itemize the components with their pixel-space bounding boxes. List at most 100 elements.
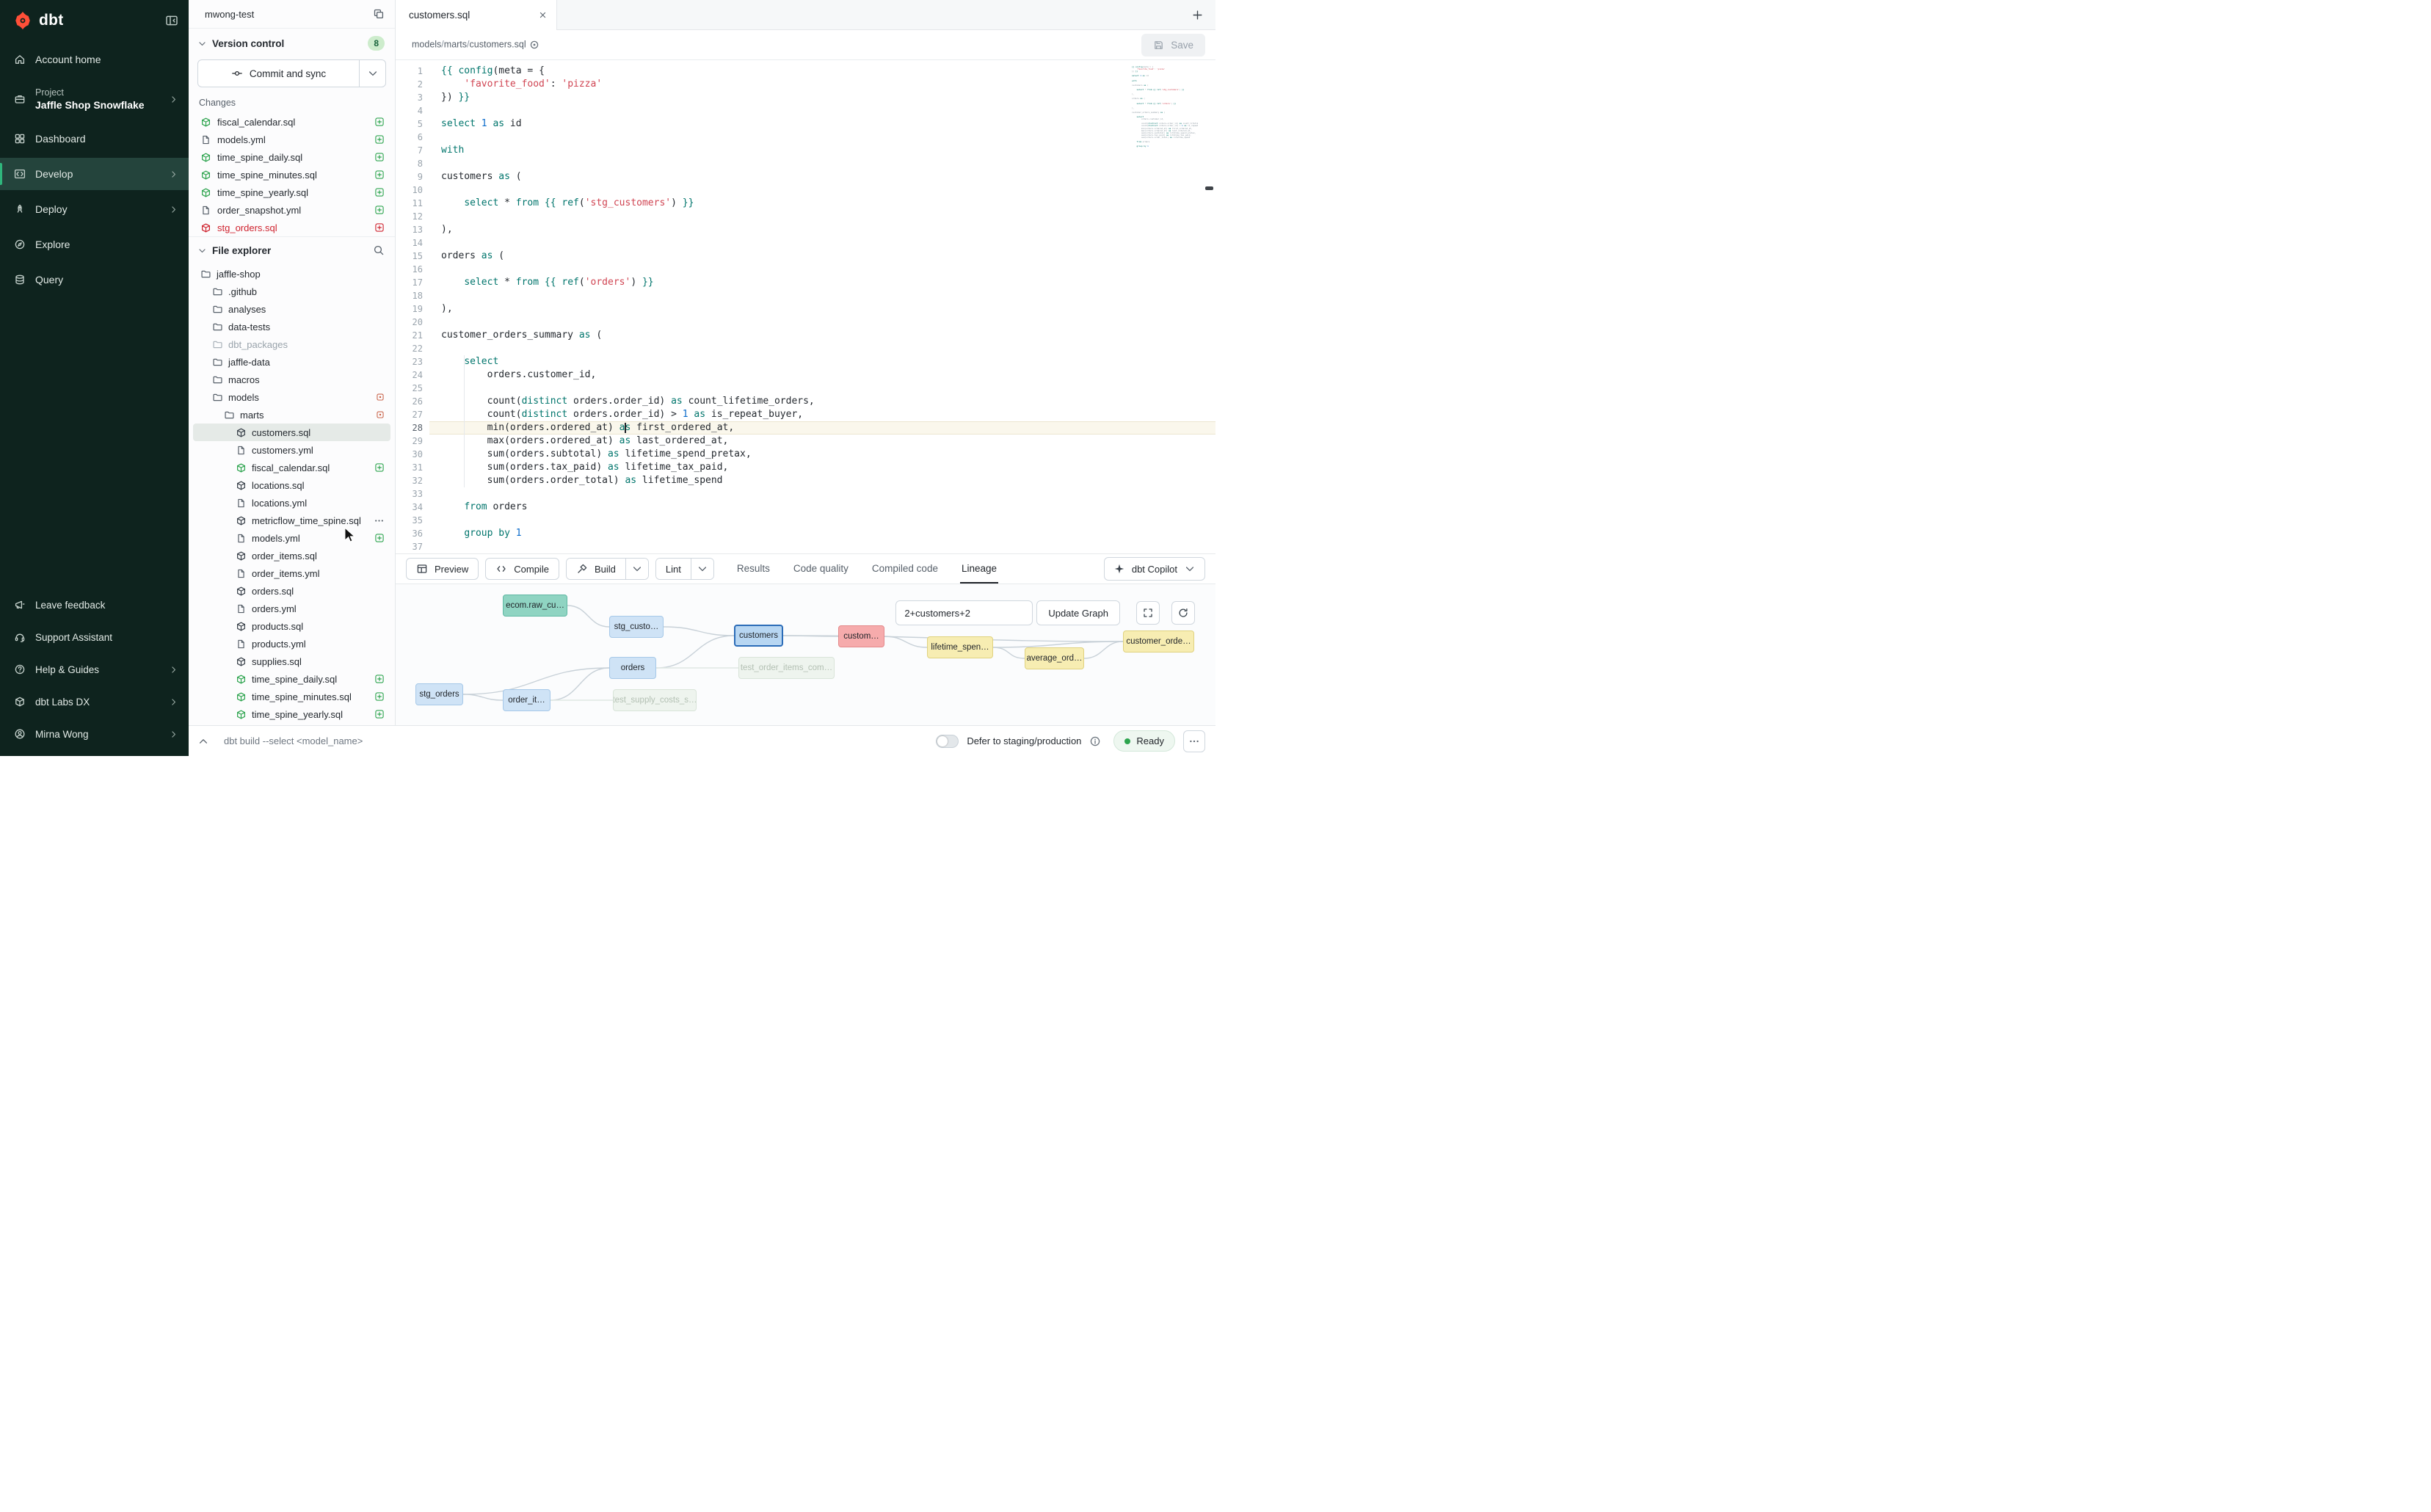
close-icon[interactable] — [538, 10, 548, 20]
sidebar-item-dbt-labs-dx[interactable]: dbt Labs DX — [0, 686, 189, 718]
scrollbar-thumb[interactable] — [1205, 186, 1213, 190]
code-line-3[interactable]: }) }} — [441, 92, 470, 103]
defer-toggle[interactable] — [936, 734, 959, 748]
build-dropdown[interactable] — [625, 559, 648, 579]
tree-item-macros[interactable]: macros — [193, 371, 390, 388]
status-badge[interactable]: Ready — [1113, 730, 1175, 752]
lineage-node-lifetime-spend[interactable]: lifetime_spen… — [927, 636, 993, 658]
tree-item-metricflow_time_spine.sql[interactable]: metricflow_time_spine.sql — [193, 512, 390, 529]
change-row-models.yml[interactable]: models.yml — [189, 131, 395, 148]
code-line-10[interactable] — [429, 183, 1216, 197]
breadcrumb-item-customers.sql[interactable]: customers.sql — [469, 39, 526, 50]
code-line-24[interactable]: orders.customer_id, — [441, 369, 597, 380]
tree-item-time_spine_yearly.sql[interactable]: time_spine_yearly.sql — [193, 705, 390, 723]
tree-item-supplies.sql[interactable]: supplies.sql — [193, 653, 390, 670]
lineage-node-stg-orders[interactable]: stg_orders — [415, 683, 463, 705]
code-line-28[interactable]: min(orders.ordered_at) as first_ordered_… — [429, 421, 1216, 435]
code-line-7[interactable]: with — [441, 145, 465, 156]
version-control-header[interactable]: Version control 8 — [189, 29, 395, 57]
dbt-logo[interactable]: dbt — [13, 11, 64, 30]
code-line-36[interactable]: group by 1 — [464, 528, 522, 539]
sidebar-item-account-home[interactable]: Account home — [0, 43, 189, 76]
build-button[interactable]: Build — [565, 558, 649, 580]
lineage-node-order-items[interactable]: order_it… — [503, 689, 550, 711]
sidebar-item-leave-feedback[interactable]: Leave feedback — [0, 589, 189, 621]
code-line-9[interactable]: customers as ( — [441, 171, 522, 182]
change-row-stg_orders.sql[interactable]: stg_orders.sql — [189, 219, 395, 236]
save-button[interactable]: Save — [1141, 33, 1205, 57]
lineage-search-input[interactable] — [895, 600, 1033, 625]
more-options-button[interactable] — [1183, 730, 1205, 752]
tree-item-data-tests[interactable]: data-tests — [193, 318, 390, 335]
tab-results[interactable]: Results — [736, 562, 770, 574]
lint-dropdown[interactable] — [690, 559, 713, 579]
tree-item-products.yml[interactable]: products.yml — [193, 635, 390, 653]
code-line-37[interactable] — [429, 540, 1216, 553]
tab-customers-sql[interactable]: customers.sql — [396, 0, 557, 30]
tree-item-locations.sql[interactable]: locations.sql — [193, 476, 390, 494]
sidebar-item-support-assistant[interactable]: Support Assistant — [0, 621, 189, 653]
fullscreen-button[interactable] — [1136, 601, 1160, 625]
file-explorer-header[interactable]: File explorer — [189, 237, 395, 262]
code-line-16[interactable] — [429, 263, 1216, 276]
code-line-15[interactable]: orders as ( — [441, 250, 505, 261]
code-line-29[interactable]: max(orders.ordered_at) as last_ordered_a… — [441, 435, 729, 446]
code-line-26[interactable]: count(distinct orders.order_id) as count… — [441, 396, 815, 407]
tree-item-jaffle-data[interactable]: jaffle-data — [193, 353, 390, 371]
command-bar-expand-button[interactable] — [197, 735, 209, 746]
tree-item-customers.yml[interactable]: customers.yml — [193, 441, 390, 459]
code-line-1[interactable]: {{ config(meta = { — [441, 65, 545, 76]
code-line-22[interactable] — [429, 342, 1216, 355]
lineage-node-test-order-items[interactable]: test_order_items_com… — [738, 657, 835, 679]
code-line-18[interactable] — [429, 289, 1216, 302]
tab-code-quality[interactable]: Code quality — [793, 562, 849, 574]
sidebar-item-user[interactable]: Mirna Wong — [0, 718, 189, 750]
code-line-35[interactable] — [429, 514, 1216, 527]
code-line-11[interactable]: select * from {{ ref('stg_customers') }} — [464, 197, 694, 208]
tree-item-dbt_packages[interactable]: dbt_packages — [193, 335, 390, 353]
sidebar-item-explore[interactable]: Explore — [0, 228, 189, 261]
sidebar-item-develop[interactable]: Develop — [0, 158, 189, 190]
code-line-32[interactable]: sum(orders.order_total) as lifetime_spen… — [441, 475, 723, 486]
code-line-5[interactable]: select 1 as id — [441, 118, 522, 129]
code-line-27[interactable]: count(distinct orders.order_id) > 1 as i… — [441, 409, 804, 420]
code-content[interactable]: {{ config(meta = { 'favorite_food': 'piz… — [429, 60, 1216, 553]
sidebar-item-query[interactable]: Query — [0, 263, 189, 296]
change-row-order_snapshot.yml[interactable]: order_snapshot.yml — [189, 201, 395, 219]
lineage-node-customers[interactable]: customers — [734, 625, 783, 647]
change-row-time_spine_daily.sql[interactable]: time_spine_daily.sql — [189, 148, 395, 166]
tree-item-order_items.sql[interactable]: order_items.sql — [193, 547, 390, 564]
lineage-node-customer-orders[interactable]: customer_orde… — [1123, 630, 1194, 653]
sidebar-item-help-guides[interactable]: Help & Guides — [0, 653, 189, 686]
tab-lineage[interactable]: Lineage — [959, 554, 999, 584]
change-row-time_spine_yearly.sql[interactable]: time_spine_yearly.sql — [189, 183, 395, 201]
code-line-30[interactable]: sum(orders.subtotal) as lifetime_spend_p… — [441, 448, 752, 459]
tree-item-jaffle-shop[interactable]: jaffle-shop — [193, 265, 390, 283]
copy-icon[interactable] — [373, 8, 385, 20]
tree-item-orders.yml[interactable]: orders.yml — [193, 600, 390, 617]
lineage-node-stg-customers[interactable]: stg_custo… — [609, 616, 664, 638]
dbt-copilot-button[interactable]: dbt Copilot — [1103, 557, 1205, 581]
lint-button[interactable]: Lint — [655, 558, 714, 580]
code-line-33[interactable] — [429, 487, 1216, 501]
tree-item-order_items.yml[interactable]: order_items.yml — [193, 564, 390, 582]
code-line-34[interactable]: from orders — [464, 501, 528, 512]
lineage-node-orders[interactable]: orders — [609, 657, 656, 679]
tree-item-marts[interactable]: marts — [193, 406, 390, 424]
code-line-8[interactable] — [429, 157, 1216, 170]
code-line-20[interactable] — [429, 316, 1216, 329]
preview-button[interactable]: Preview — [406, 558, 479, 580]
code-line-19[interactable]: ), — [441, 303, 453, 314]
code-line-6[interactable] — [429, 131, 1216, 144]
lineage-node-average-order[interactable]: average_ord… — [1025, 647, 1084, 669]
breadcrumb-item-models[interactable]: models — [412, 39, 442, 50]
code-line-21[interactable]: customer_orders_summary as ( — [441, 330, 603, 341]
lineage-node-ecom-raw[interactable]: ecom.raw_cu… — [503, 595, 567, 617]
code-line-12[interactable] — [429, 210, 1216, 223]
new-tab-button[interactable] — [1191, 9, 1204, 21]
code-line-23[interactable]: select — [464, 356, 499, 367]
tree-item-models.yml[interactable]: models.yml — [193, 529, 390, 547]
refresh-button[interactable] — [1171, 601, 1195, 625]
update-graph-button[interactable]: Update Graph — [1036, 600, 1120, 625]
